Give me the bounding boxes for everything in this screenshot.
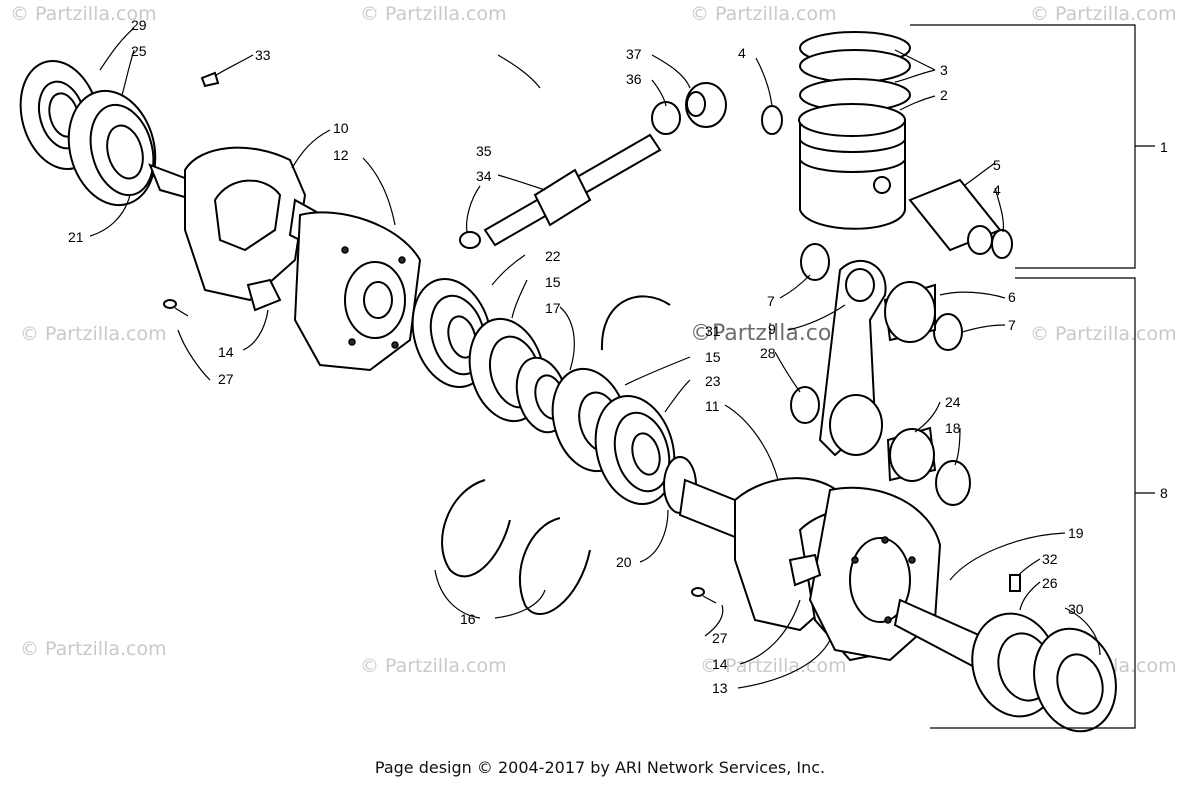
callout-33: 33 [255, 47, 271, 63]
callout-labels: 1 2 3 4 4 5 6 7 7 8 9 10 11 12 13 14 14 … [68, 17, 1168, 696]
callout-17: 17 [545, 300, 561, 316]
assembly-brackets [910, 24, 1155, 729]
snap-ring-31 [600, 295, 671, 351]
callout-30: 30 [1068, 601, 1084, 617]
callout-4: 4 [993, 182, 1001, 198]
piston-rings-3 [799, 31, 911, 112]
piston-2 [798, 103, 906, 230]
callout-3: 3 [940, 62, 948, 78]
callout-18: 18 [945, 420, 961, 436]
right-crankshaft-half [678, 477, 992, 672]
circlip-4 [761, 105, 1013, 259]
watermark: © Partzilla.com [700, 655, 847, 677]
woodruff-key-33 [200, 71, 220, 88]
callout-5: 5 [993, 157, 1001, 173]
washers-7 [800, 243, 963, 351]
drive-gear-shaft-35 [483, 133, 662, 247]
callout-36: 36 [626, 71, 642, 87]
bearing-6 [883, 281, 936, 343]
watermark: © Partzilla.com [10, 3, 157, 25]
callout-2: 2 [940, 87, 948, 103]
washer-28 [790, 386, 820, 424]
bearing-24 [886, 426, 937, 482]
copyright-footer: Page design © 2004-2017 by ARI Network S… [374, 758, 826, 777]
callout-27: 27 [712, 630, 728, 646]
callout-16: 16 [460, 611, 476, 627]
callout-34: 34 [476, 168, 492, 184]
watermark: © Partzilla.com [20, 638, 167, 660]
callout-21: 21 [68, 229, 84, 245]
right-oil-seal-30 [1033, 627, 1117, 733]
callout-14: 14 [218, 344, 234, 360]
left-bearing-25 [67, 89, 157, 207]
callout-13: 13 [712, 680, 728, 696]
callout-14: 14 [712, 656, 728, 672]
callout-19: 19 [1068, 525, 1084, 541]
piston-pin-5 [908, 178, 1002, 255]
bushing-37 [685, 82, 727, 128]
watermark: © Partzilla.com [360, 3, 507, 25]
watermarks: © Partzilla.com © Partzilla.com © Partzi… [10, 3, 1177, 677]
callout-20: 20 [616, 554, 632, 570]
callout-25: 25 [131, 43, 147, 59]
callout-6: 6 [1008, 289, 1016, 305]
callout-11: 11 [705, 398, 720, 414]
callout-1: 1 [1160, 139, 1168, 155]
callout-27: 27 [218, 371, 234, 387]
callout-35: 35 [476, 143, 492, 159]
pin-32 [1009, 574, 1021, 592]
callout-29: 29 [131, 17, 147, 33]
callout-4: 4 [738, 45, 746, 61]
callout-37: 37 [626, 46, 642, 62]
watermark: © Partzilla.com [690, 3, 837, 25]
callout-7: 7 [767, 293, 775, 309]
screw-27-right [691, 587, 717, 604]
center-watermark: ©Partzilla.com [690, 321, 853, 346]
watermark: © Partzilla.com [1030, 323, 1177, 345]
watermark: © Partzilla.com [360, 655, 507, 677]
washer-18 [935, 460, 971, 506]
callout-9: 9 [768, 321, 776, 337]
callout-32: 32 [1042, 551, 1058, 567]
center-bearing-23 [594, 394, 676, 506]
callout-24: 24 [945, 394, 961, 410]
retaining-rings-16 [441, 479, 591, 615]
callout-22: 22 [545, 248, 561, 264]
callout-31: 31 [705, 323, 721, 339]
watermark: © Partzilla.com [1030, 3, 1177, 25]
bearing-36 [651, 101, 681, 135]
callout-26: 26 [1042, 575, 1058, 591]
left-crankshaft-half [148, 146, 422, 372]
callout-8: 8 [1160, 485, 1168, 501]
leader-lines [89, 27, 1101, 689]
callout-15: 15 [545, 274, 561, 290]
callout-15: 15 [705, 349, 721, 365]
callout-23: 23 [705, 373, 721, 389]
screw-27-left [163, 299, 189, 317]
callout-28: 28 [760, 345, 776, 361]
washer-34 [459, 231, 481, 249]
connecting-rod-9 [818, 259, 887, 457]
callout-7: 7 [1008, 317, 1016, 333]
watermark: © Partzilla.com [20, 323, 167, 345]
exploded-parts-diagram: © Partzilla.com © Partzilla.com © Partzi… [10, 3, 1177, 733]
callout-10: 10 [333, 120, 349, 136]
callout-12: 12 [333, 147, 349, 163]
